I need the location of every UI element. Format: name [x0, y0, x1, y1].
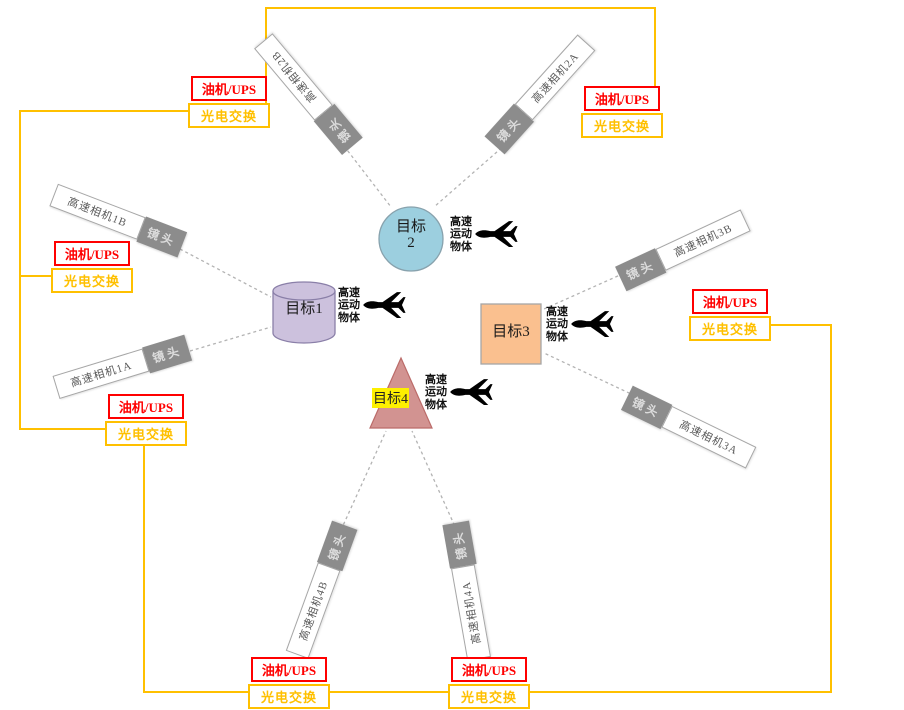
mo-line3: 物体	[338, 311, 360, 324]
lens-box: 镜头	[441, 520, 477, 569]
cylinder-shape	[272, 281, 336, 344]
optical-exchange-box: 光电交换	[105, 421, 187, 446]
moving-object-note-t1: 高速 运动 物体	[338, 287, 407, 324]
ups-box: 油机/UPS	[108, 394, 184, 419]
target-2-circle: 目标 2	[378, 206, 444, 272]
mo-line1: 高速	[425, 374, 447, 386]
mo-line1: 高速	[338, 287, 360, 299]
airplane-icon	[475, 221, 518, 248]
power-pair-left-1a: 油机/UPS 光电交换	[105, 394, 187, 446]
ups-box: 油机/UPS	[54, 241, 130, 266]
mo-line1: 高速	[450, 216, 472, 228]
target-3-square: 目标3	[480, 303, 542, 365]
target-label: 目标 2	[378, 219, 444, 252]
mo-line1: 高速	[546, 306, 568, 318]
lens-label: 镜头	[325, 529, 349, 563]
ups-box: 油机/UPS	[692, 289, 768, 314]
lens-label: 镜头	[630, 394, 664, 421]
power-pair-top-right: 油机/UPS 光电交换	[581, 86, 663, 138]
mo-line2: 运动	[425, 386, 447, 399]
power-pair-bottom-right: 油机/UPS 光电交换	[448, 657, 530, 709]
optical-exchange-box: 光电交换	[188, 103, 270, 128]
mo-line2: 运动	[450, 228, 472, 241]
airplane-icon	[450, 379, 493, 406]
ups-box: 油机/UPS	[451, 657, 527, 682]
lens-label: 镜头	[145, 225, 179, 249]
optical-exchange-box: 光电交换	[581, 113, 663, 138]
target-label-line2: 2	[407, 234, 415, 251]
mo-line3: 物体	[425, 398, 447, 411]
target-label: 目标3	[492, 324, 530, 340]
optical-exchange-box: 光电交换	[248, 684, 330, 709]
power-pair-left-1b: 油机/UPS 光电交换	[51, 241, 133, 293]
airplane-icon	[363, 292, 406, 319]
moving-object-label: 高速 运动 物体	[338, 287, 360, 324]
lens-label: 镜头	[450, 528, 470, 561]
moving-object-note-t4: 高速 运动 物体	[425, 374, 494, 411]
target-1-cylinder: 目标1	[271, 280, 337, 345]
moving-object-label: 高速 运动 物体	[425, 374, 447, 411]
mo-line3: 物体	[546, 330, 568, 343]
camera-label: 高速相机4A	[460, 580, 484, 645]
moving-object-note-t2: 高速 运动 物体	[450, 216, 519, 253]
camera-sightlines	[179, 143, 647, 532]
moving-object-label: 高速 运动 物体	[546, 306, 568, 343]
circle-shape	[378, 206, 444, 272]
moving-object-note-t3: 高速 运动 物体	[546, 306, 615, 343]
target-4-label: 目标4	[372, 388, 409, 408]
square-shape	[480, 303, 542, 365]
ups-box: 油机/UPS	[191, 76, 267, 101]
optical-exchange-box: 光电交换	[689, 316, 771, 341]
ups-box: 油机/UPS	[584, 86, 660, 111]
moving-object-label: 高速 运动 物体	[450, 216, 472, 253]
optical-exchange-box: 光电交换	[51, 268, 133, 293]
mo-line2: 运动	[546, 318, 568, 331]
power-pair-bottom-left: 油机/UPS 光电交换	[248, 657, 330, 709]
target-label-line1: 目标	[395, 219, 426, 235]
power-pair-top-left: 油机/UPS 光电交换	[188, 76, 270, 128]
ups-box: 油机/UPS	[251, 657, 327, 682]
lens-label: 镜头	[150, 342, 184, 366]
mo-line2: 运动	[338, 299, 360, 312]
mo-line3: 物体	[450, 240, 472, 253]
power-pair-right-3b: 油机/UPS 光电交换	[689, 289, 771, 341]
lens-label: 镜头	[624, 257, 658, 283]
target-label: 目标1	[285, 301, 323, 317]
airplane-icon	[571, 311, 614, 338]
optical-exchange-box: 光电交换	[448, 684, 530, 709]
